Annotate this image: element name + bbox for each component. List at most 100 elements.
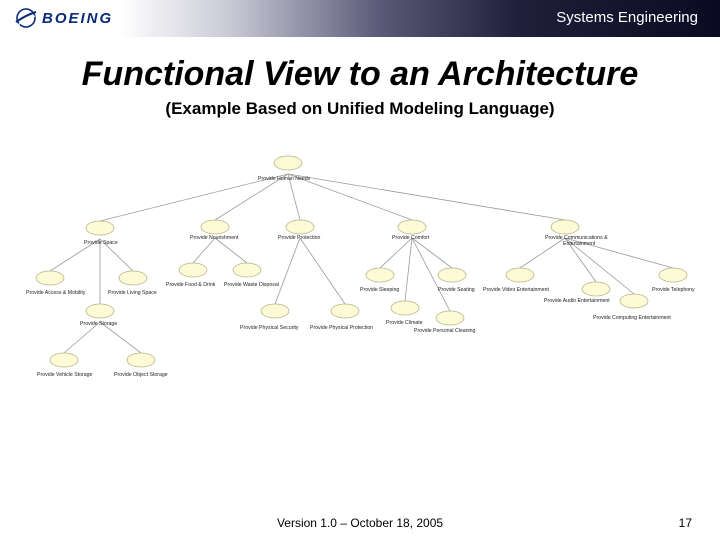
use-case-ellipse [178, 262, 208, 278]
use-case-ellipse [49, 352, 79, 368]
node-communications: Provide Communications &Entertainment [545, 219, 608, 247]
node-physical-security: Provide Physical Security [240, 303, 299, 331]
use-case-ellipse [581, 281, 611, 297]
node-seating: Provide Seating [437, 267, 475, 293]
edge-space-to-access-mobility [49, 238, 101, 272]
edge-communications-to-telephony [564, 237, 674, 269]
header-bar: BOEING Systems Engineering [0, 0, 720, 37]
node-video: Provide Video Entertainment [483, 267, 549, 293]
node-label: Provide Food & Drink [166, 282, 216, 288]
node-label: Provide Space [84, 240, 118, 246]
node-human-needs: Provide Human Needs [258, 155, 311, 182]
edge-communications-to-computing [564, 237, 635, 295]
node-vehicle-storage: Provide Vehicle Storage [37, 352, 92, 378]
node-waste-disposal: Provide Waste Disposal [224, 262, 279, 288]
node-climate: Provide Climate [386, 300, 423, 326]
edge-space-to-living-space [99, 238, 134, 272]
node-label: Provide Comfort [392, 235, 430, 241]
use-case-ellipse [505, 267, 535, 283]
node-label: Provide Waste Disposal [224, 282, 279, 288]
edge-comfort-to-sleeping [379, 237, 413, 269]
use-case-ellipse [550, 219, 580, 235]
node-label: Provide Object Storage [114, 372, 168, 378]
edge-nourishment-to-food-drink [192, 237, 216, 264]
use-case-ellipse [285, 219, 315, 235]
edge-protection-to-physical-security [274, 237, 301, 305]
node-label: Provide Communications & [545, 235, 608, 241]
slide-subtitle: (Example Based on Unified Modeling Langu… [165, 99, 555, 118]
node-food-drink: Provide Food & Drink [166, 262, 216, 288]
node-label: Provide Nourishment [190, 235, 239, 241]
node-label: Provide Sleeping [360, 287, 399, 293]
use-case-ellipse [118, 270, 148, 286]
node-label: Provide Access & Mobility [26, 290, 86, 296]
use-case-ellipse [35, 270, 65, 286]
node-label-line2: Entertainment [563, 241, 596, 247]
edges-layer [49, 173, 674, 354]
node-access-mobility: Provide Access & Mobility [26, 270, 86, 296]
use-case-ellipse [85, 303, 115, 319]
header-title: Systems Engineering [556, 9, 698, 26]
node-living-space: Provide Living Space [108, 270, 157, 296]
node-label: Provide Computing Entertainment [593, 315, 671, 321]
footer-version: Version 1.0 – October 18, 2005 [276, 516, 444, 530]
node-label: Provide Personal Cleaning [414, 328, 476, 334]
node-audio: Provide Audio Entertainment [544, 281, 611, 304]
node-label: Provide Climate [386, 320, 423, 326]
edge-communications-to-audio [564, 237, 597, 283]
edge-comfort-to-personal-cleaning [411, 237, 451, 312]
node-label: Provide Audio Entertainment [544, 298, 610, 304]
use-case-ellipse [260, 303, 290, 319]
use-case-ellipse [200, 219, 230, 235]
edge-comfort-to-seating [411, 237, 453, 269]
node-label: Provide Protection [278, 235, 321, 241]
use-case-ellipse [330, 303, 360, 319]
node-space: Provide Space [84, 220, 118, 246]
node-object-storage: Provide Object Storage [114, 352, 168, 378]
node-label: Provide Living Space [108, 290, 157, 296]
boeing-stratotype-icon [15, 8, 37, 28]
node-label: Provide Vehicle Storage [37, 372, 92, 378]
use-case-ellipse [435, 310, 465, 326]
edge-human-needs-to-protection [287, 173, 301, 221]
use-case-ellipse [85, 220, 115, 236]
edge-human-needs-to-nourishment [214, 173, 289, 221]
edge-communications-to-video [519, 237, 566, 269]
node-label: Provide Human Needs [258, 176, 311, 182]
node-physical-protection: Provide Physical Protection [310, 303, 373, 331]
edge-comfort-to-climate [404, 237, 413, 302]
use-case-ellipse [397, 219, 427, 235]
slide-title: Functional View to an Architecture [81, 55, 639, 93]
node-storage: Provide Storage [80, 303, 117, 327]
edge-protection-to-physical-protection [299, 237, 346, 305]
node-label: Provide Physical Security [240, 325, 299, 331]
node-nourishment: Provide Nourishment [190, 219, 239, 241]
node-comfort: Provide Comfort [392, 219, 430, 241]
node-label: Provide Physical Protection [310, 325, 373, 331]
use-case-ellipse [365, 267, 395, 283]
node-personal-cleaning: Provide Personal Cleaning [414, 310, 476, 334]
node-label: Provide Seating [438, 287, 475, 293]
edge-human-needs-to-comfort [287, 173, 413, 221]
node-label: Provide Storage [80, 321, 117, 327]
boeing-logo: BOEING [14, 5, 113, 31]
use-case-ellipse [126, 352, 156, 368]
node-label: Provide Telephony [652, 287, 695, 293]
node-telephony: Provide Telephony [652, 267, 695, 293]
edge-storage-to-object-storage [99, 321, 142, 354]
use-case-ellipse [273, 155, 303, 171]
edge-human-needs-to-space [99, 173, 289, 222]
node-sleeping: Provide Sleeping [360, 267, 399, 293]
use-case-ellipse [232, 262, 262, 278]
edge-human-needs-to-communications [287, 173, 566, 221]
node-label: Provide Video Entertainment [483, 287, 549, 293]
page-number: 17 [678, 516, 692, 530]
use-case-ellipse [619, 293, 649, 309]
use-case-ellipse [390, 300, 420, 316]
node-protection: Provide Protection [278, 219, 321, 241]
node-computing: Provide Computing Entertainment [593, 293, 671, 321]
use-case-ellipse [437, 267, 467, 283]
use-case-ellipse [658, 267, 688, 283]
